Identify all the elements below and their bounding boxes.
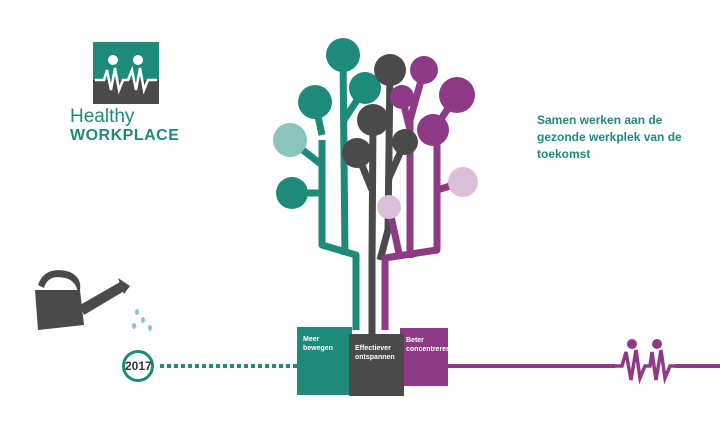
tagline: Samen werken aan de gezonde werkplek van… xyxy=(537,113,682,161)
logo-text-workplace: WORKPLACE xyxy=(70,127,180,144)
leaf-circles xyxy=(273,38,478,219)
water-drops-icon xyxy=(132,309,152,331)
box-effectiever-ontspannen: Effectiever ontspannen xyxy=(349,334,404,396)
box-label: Beter concentreren xyxy=(406,337,451,353)
year-badge: 2017 xyxy=(122,350,154,382)
box-beter-concentreren: Beter concentreren xyxy=(400,328,451,386)
box-label: Effectiever ontspannen xyxy=(355,345,395,361)
logo-text-healthy: Healthy xyxy=(70,106,135,127)
logo-icon xyxy=(93,42,159,104)
watering-can-icon xyxy=(35,270,130,330)
box-label: Meer bewegen xyxy=(303,336,333,352)
box-meer-bewegen: Meer bewegen xyxy=(297,327,352,395)
heartbeat-people-icon xyxy=(612,339,680,385)
